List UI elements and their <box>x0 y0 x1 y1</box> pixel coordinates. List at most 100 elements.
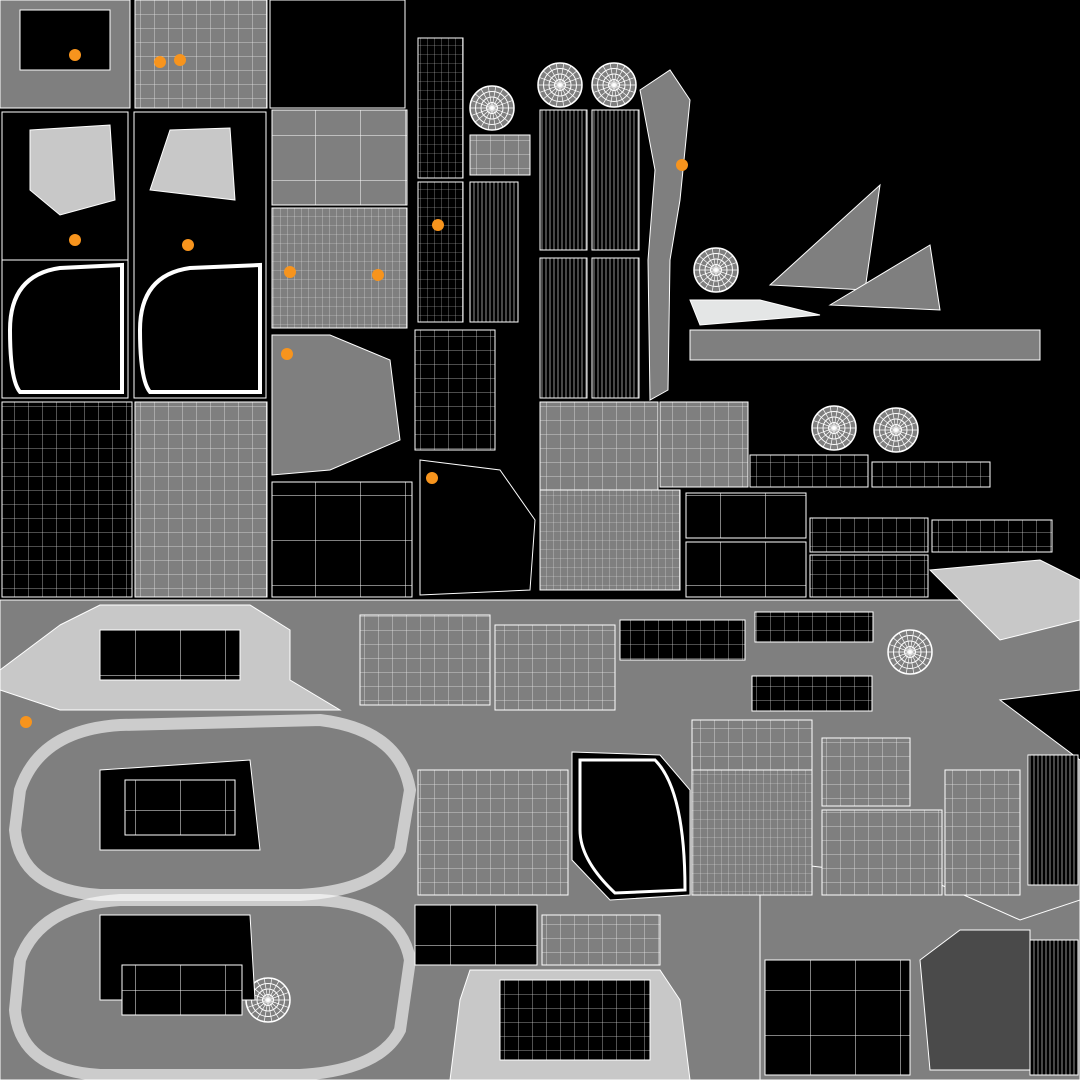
wheel-spoke <box>480 107 493 128</box>
wheel-spoke <box>816 413 835 429</box>
wheel-spoke <box>875 429 897 438</box>
strip-2-wireframe <box>418 182 463 322</box>
wheel-spoke <box>613 84 619 107</box>
wheel-spoke <box>715 269 737 278</box>
grid-l-1-wireframe <box>418 770 568 895</box>
wheel-spoke <box>559 84 572 105</box>
grid-l-5-wireframe <box>692 770 812 895</box>
wheel-spoke <box>909 632 922 653</box>
taillight-island <box>919 929 1031 1071</box>
wheel-spoke <box>548 65 561 86</box>
wheel-spoke <box>909 630 915 653</box>
strip-right-wireframe <box>1028 755 1078 885</box>
wheel-spoke <box>613 77 635 86</box>
door-trim-right <box>149 127 236 201</box>
wheel-spoke <box>829 406 835 429</box>
wheel-spoke <box>833 408 846 429</box>
wheel-spoke <box>491 100 513 109</box>
wheel-spoke <box>471 100 493 109</box>
grid-r-4-wireframe <box>872 462 990 487</box>
wheel-spoke <box>909 644 931 653</box>
bumper-frame <box>8 713 417 901</box>
grid-r-9-wireframe <box>932 520 1052 552</box>
wheel-spoke <box>715 269 721 292</box>
bumper-grill-wireframe <box>125 780 235 835</box>
wheel-spoke <box>909 651 922 672</box>
wheel-spoke <box>613 70 632 86</box>
wheel-spoke <box>895 429 917 438</box>
grid-l-7-wireframe <box>822 810 942 895</box>
wheel-spoke <box>539 84 561 93</box>
wheel-spoke <box>491 88 504 109</box>
grid-quad-grey-wireframe <box>135 402 267 597</box>
door-outline <box>137 262 262 394</box>
wheel-spoke <box>593 77 615 86</box>
grid-r-2-wireframe <box>660 402 748 487</box>
orange-marker <box>69 234 81 246</box>
wheel-spoke <box>247 999 269 1008</box>
grid-quad-black-2-wireframe <box>272 482 412 597</box>
wheel-spoke <box>895 410 908 431</box>
door-trim-left <box>29 124 116 216</box>
wheel-spoke <box>895 422 917 431</box>
bumper-grill-2-wireframe <box>122 965 242 1015</box>
bumper-top-left-grill-wireframe <box>100 630 240 680</box>
wheel-spoke <box>491 107 497 130</box>
orange-marker <box>676 159 688 171</box>
wheel-spoke <box>698 255 717 271</box>
wheel-spoke <box>813 427 835 436</box>
strip-6-wireframe <box>540 258 587 398</box>
wheel-spoke <box>602 65 615 86</box>
grid-l-6-wireframe <box>822 738 910 806</box>
wheel-spoke <box>833 427 846 448</box>
wheel-spoke <box>602 84 615 105</box>
wheel-spoke <box>267 978 273 1001</box>
grid-r-5-wireframe <box>686 493 806 538</box>
wheel-spoke <box>555 84 561 107</box>
fin-shape-1 <box>768 183 881 291</box>
strip-8-wireframe <box>470 135 530 175</box>
bumper-bottom-grill-wireframe <box>500 980 650 1060</box>
wheel-spoke <box>698 269 717 285</box>
fin-shape-2 <box>828 244 941 311</box>
grid-l-11-wireframe <box>765 960 910 1075</box>
wheel-spoke <box>909 651 928 667</box>
strip-1-wireframe <box>418 38 463 178</box>
wheel-spoke <box>891 408 897 431</box>
wheel-spoke <box>613 84 635 93</box>
wheel-spoke <box>559 65 572 86</box>
wheel-spoke <box>895 429 908 450</box>
wheel-spoke <box>715 269 734 285</box>
wheel-spoke <box>256 980 269 1001</box>
orange-marker <box>20 716 32 728</box>
bumper-frame-2 <box>8 894 417 1080</box>
wheel-spoke <box>895 429 901 452</box>
wheel-spoke <box>833 427 852 443</box>
grid-r-7-wireframe <box>810 518 928 552</box>
wheel-spoke <box>898 651 911 672</box>
pillar-island <box>639 69 691 401</box>
wheel-spoke <box>909 637 928 653</box>
grid-l-14-wireframe <box>752 676 872 711</box>
sill-strip <box>689 329 1041 361</box>
wheel-spoke <box>905 630 911 653</box>
strip-3-wireframe <box>470 182 518 322</box>
grid-l-10-wireframe <box>542 915 660 965</box>
wheel-spoke <box>491 107 510 123</box>
wheel-spoke <box>822 427 835 448</box>
wheel-spoke <box>833 420 855 429</box>
sill-trim <box>689 299 821 326</box>
orange-marker <box>426 472 438 484</box>
grid-l-13-wireframe <box>755 612 873 642</box>
wheel-spoke <box>822 408 835 429</box>
wheel-spoke <box>878 429 897 445</box>
wheel-spoke <box>884 410 897 431</box>
wheel-spoke <box>715 269 728 290</box>
grid-panel-b-wireframe <box>272 208 407 328</box>
wheel-spoke <box>609 63 615 86</box>
wheel-spoke <box>905 651 911 674</box>
dash-island-2 <box>419 459 536 596</box>
wheel-spoke <box>609 84 615 107</box>
wheel-spoke <box>833 413 852 429</box>
